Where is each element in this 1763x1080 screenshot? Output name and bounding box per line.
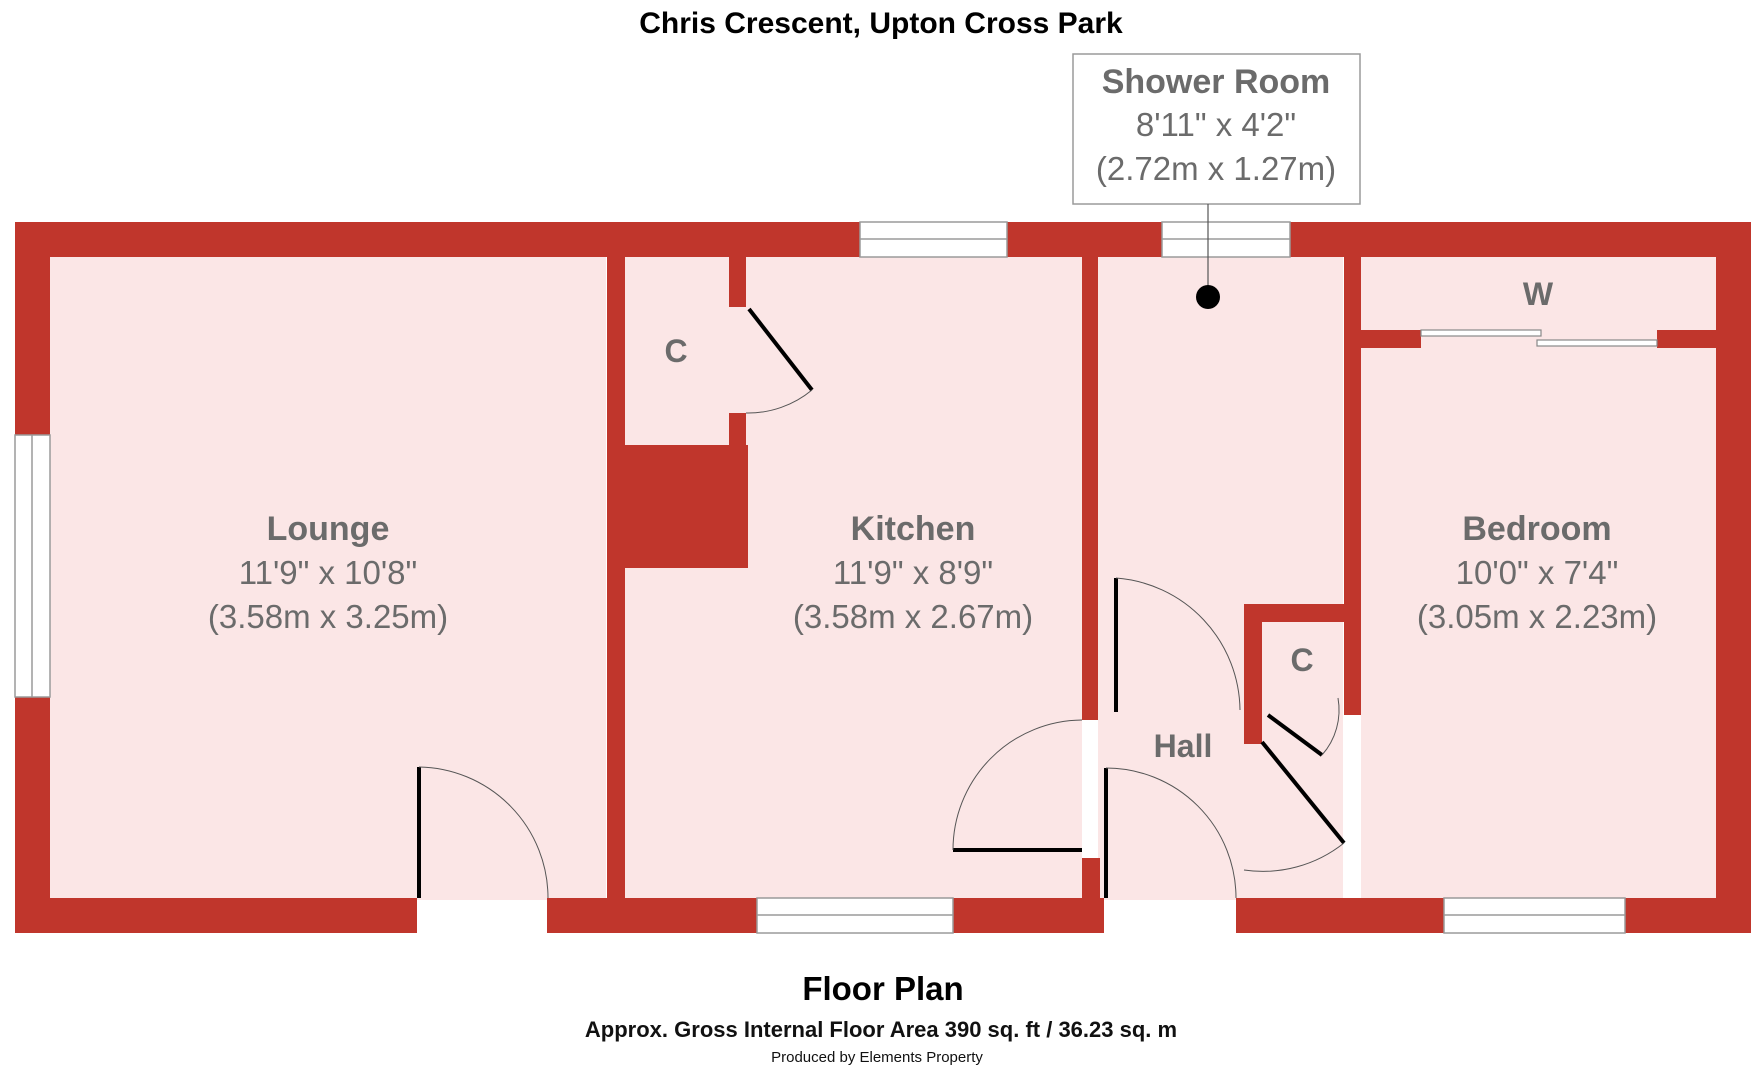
bedroom-window <box>1443 897 1626 934</box>
lounge-door <box>417 766 549 899</box>
hall-cupboard-label: C <box>1290 642 1313 678</box>
entrance-door <box>1104 767 1237 899</box>
kitchen-door <box>952 719 1083 852</box>
right-wall <box>1716 222 1751 933</box>
floors <box>50 257 1716 900</box>
kitchen-hall-wall-lower <box>1082 858 1100 900</box>
hall-cupboard-top-wall <box>1244 604 1344 622</box>
shower-room-dim-metric: (2.72m x 1.27m) <box>1096 150 1336 187</box>
lounge-dim-imperial: 11'9" x 10'8" <box>239 554 418 591</box>
lounge-window <box>14 434 51 698</box>
doors <box>417 307 1346 899</box>
bedroom-dim-metric: (3.05m x 2.23m) <box>1417 598 1657 635</box>
shower-room-dim-imperial: 8'11" x 4'2" <box>1136 106 1296 143</box>
hall-cupboard-left-wall <box>1244 604 1262 744</box>
shower-room-name: Shower Room <box>1102 63 1331 101</box>
windows <box>14 221 1626 934</box>
hall-bedroom-wall <box>1344 257 1361 715</box>
kitchen-top-window <box>859 221 1008 258</box>
shower-room-label-box <box>1072 53 1361 205</box>
kitchen-dim-metric: (3.58m x 2.67m) <box>793 598 1033 635</box>
shower-room-door <box>1114 577 1241 712</box>
plan-title: Chris Crescent, Upton Cross Park <box>639 7 1123 40</box>
room-labels: Lounge 11'9" x 10'8" (3.58m x 3.25m) Kit… <box>208 276 1657 764</box>
hall-cupboard-door <box>1266 697 1340 757</box>
footer-heading: Floor Plan <box>802 970 963 1007</box>
kitchen-cupboard-label: C <box>664 333 687 369</box>
shower-room-window <box>1161 221 1291 258</box>
bedroom-floor <box>1361 257 1716 900</box>
floor-area-text: Approx. Gross Internal Floor Area 390 sq… <box>585 1017 1177 1042</box>
bedroom-door <box>1243 740 1346 872</box>
footer: Floor Plan Approx. Gross Internal Floor … <box>585 970 1177 1066</box>
wardrobe-wall-right <box>1657 330 1717 348</box>
shower-room-callout: Shower Room 8'11" x 4'2" (2.72m x 1.27m) <box>1072 53 1361 309</box>
lounge-dim-metric: (3.58m x 3.25m) <box>208 598 448 635</box>
kitchen-floor <box>624 257 1082 900</box>
lounge-floor <box>50 257 606 900</box>
cupboard-wall-lower <box>729 413 746 448</box>
producer-credit: Produced by Elements Property <box>771 1049 983 1066</box>
bottom-wall-lounge <box>15 898 417 933</box>
kitchen-bottom-window <box>756 897 954 934</box>
wardrobe-label: W <box>1523 276 1554 312</box>
lounge-name: Lounge <box>267 510 390 548</box>
kitchen-name: Kitchen <box>851 510 976 548</box>
lounge-kitchen-wall <box>607 257 625 900</box>
wardrobe-sliding-doors <box>1420 329 1658 347</box>
wardrobe-wall-left <box>1361 330 1421 348</box>
bedroom-dim-imperial: 10'0" x 7'4" <box>1456 554 1619 591</box>
kitchen-dim-imperial: 11'9" x 8'9" <box>833 554 993 591</box>
callout-dot <box>1196 285 1220 309</box>
kitchen-hall-wall-upper <box>1082 257 1098 720</box>
cupboard-wall-upper <box>729 257 746 307</box>
hall-name: Hall <box>1154 728 1213 764</box>
bedroom-name: Bedroom <box>1462 510 1611 548</box>
kitchen-cupboard-door <box>745 307 814 414</box>
hall-floor <box>1098 257 1343 900</box>
chimney-breast <box>625 445 748 568</box>
